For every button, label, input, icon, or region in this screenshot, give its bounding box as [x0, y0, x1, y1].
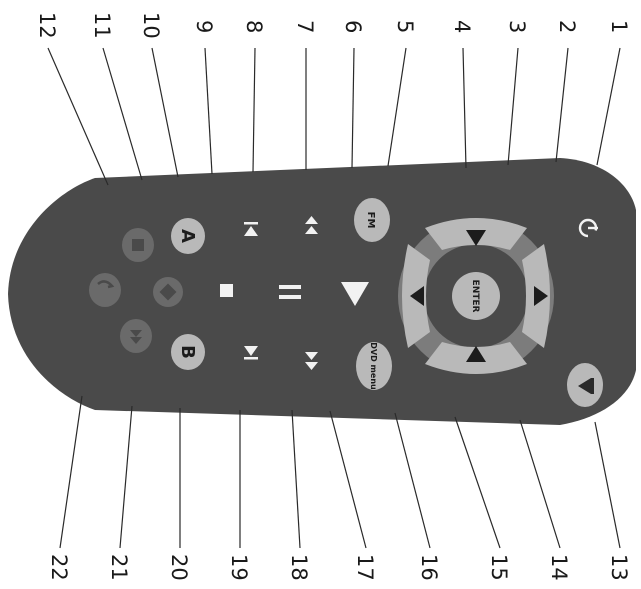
callout-19: 19	[227, 554, 251, 581]
callout-3: 3	[505, 20, 529, 33]
callout-8: 8	[242, 20, 266, 33]
callout-numbers-bottom: 13 14 15 16 17 18 19 20 21 22	[47, 554, 631, 581]
dim-button-22[interactable]	[89, 273, 121, 307]
stop-icon	[220, 284, 233, 297]
callout-13: 13	[607, 554, 631, 581]
dim-button-11[interactable]	[122, 228, 154, 262]
a-button[interactable]: A	[171, 218, 205, 254]
enter-button[interactable]: ENTER	[452, 272, 500, 320]
callout-1: 1	[607, 20, 631, 33]
stop-button[interactable]	[220, 284, 233, 297]
callout-17: 17	[353, 554, 377, 581]
callout-11: 11	[90, 12, 114, 39]
dim-button-21[interactable]	[120, 319, 152, 353]
callout-6: 6	[341, 20, 365, 33]
dim-button-center[interactable]	[153, 277, 183, 307]
callout-18: 18	[287, 554, 311, 581]
callout-2: 2	[555, 20, 579, 33]
navigation-pad: ENTER	[398, 218, 554, 374]
callout-20: 20	[167, 554, 191, 581]
a-label: A	[177, 229, 198, 243]
callout-numbers-top: 1 2 3 4 5 6 7 8 9 10 11 12	[35, 12, 631, 39]
nav-left-button[interactable]	[402, 244, 430, 348]
dvd-menu-button[interactable]: DVD menu	[356, 342, 392, 390]
callout-5: 5	[393, 20, 417, 33]
callout-22: 22	[47, 554, 71, 581]
enter-label: ENTER	[470, 280, 480, 313]
callout-21: 21	[107, 554, 131, 581]
b-label: B	[177, 345, 198, 359]
nav-right-button[interactable]	[522, 244, 550, 348]
callout-9: 9	[192, 20, 216, 33]
callout-14: 14	[547, 554, 571, 581]
dvd-menu-label: DVD menu	[369, 342, 378, 390]
callout-12: 12	[35, 12, 59, 39]
eject-button[interactable]	[567, 363, 603, 407]
fm-button[interactable]: FM	[354, 198, 390, 242]
callout-4: 4	[450, 20, 474, 33]
b-button[interactable]: B	[171, 334, 205, 370]
square-icon	[132, 239, 144, 251]
fm-label: FM	[365, 212, 376, 229]
callout-10: 10	[139, 12, 163, 39]
callout-16: 16	[417, 554, 441, 581]
callout-15: 15	[487, 554, 511, 581]
callout-7: 7	[293, 20, 317, 33]
